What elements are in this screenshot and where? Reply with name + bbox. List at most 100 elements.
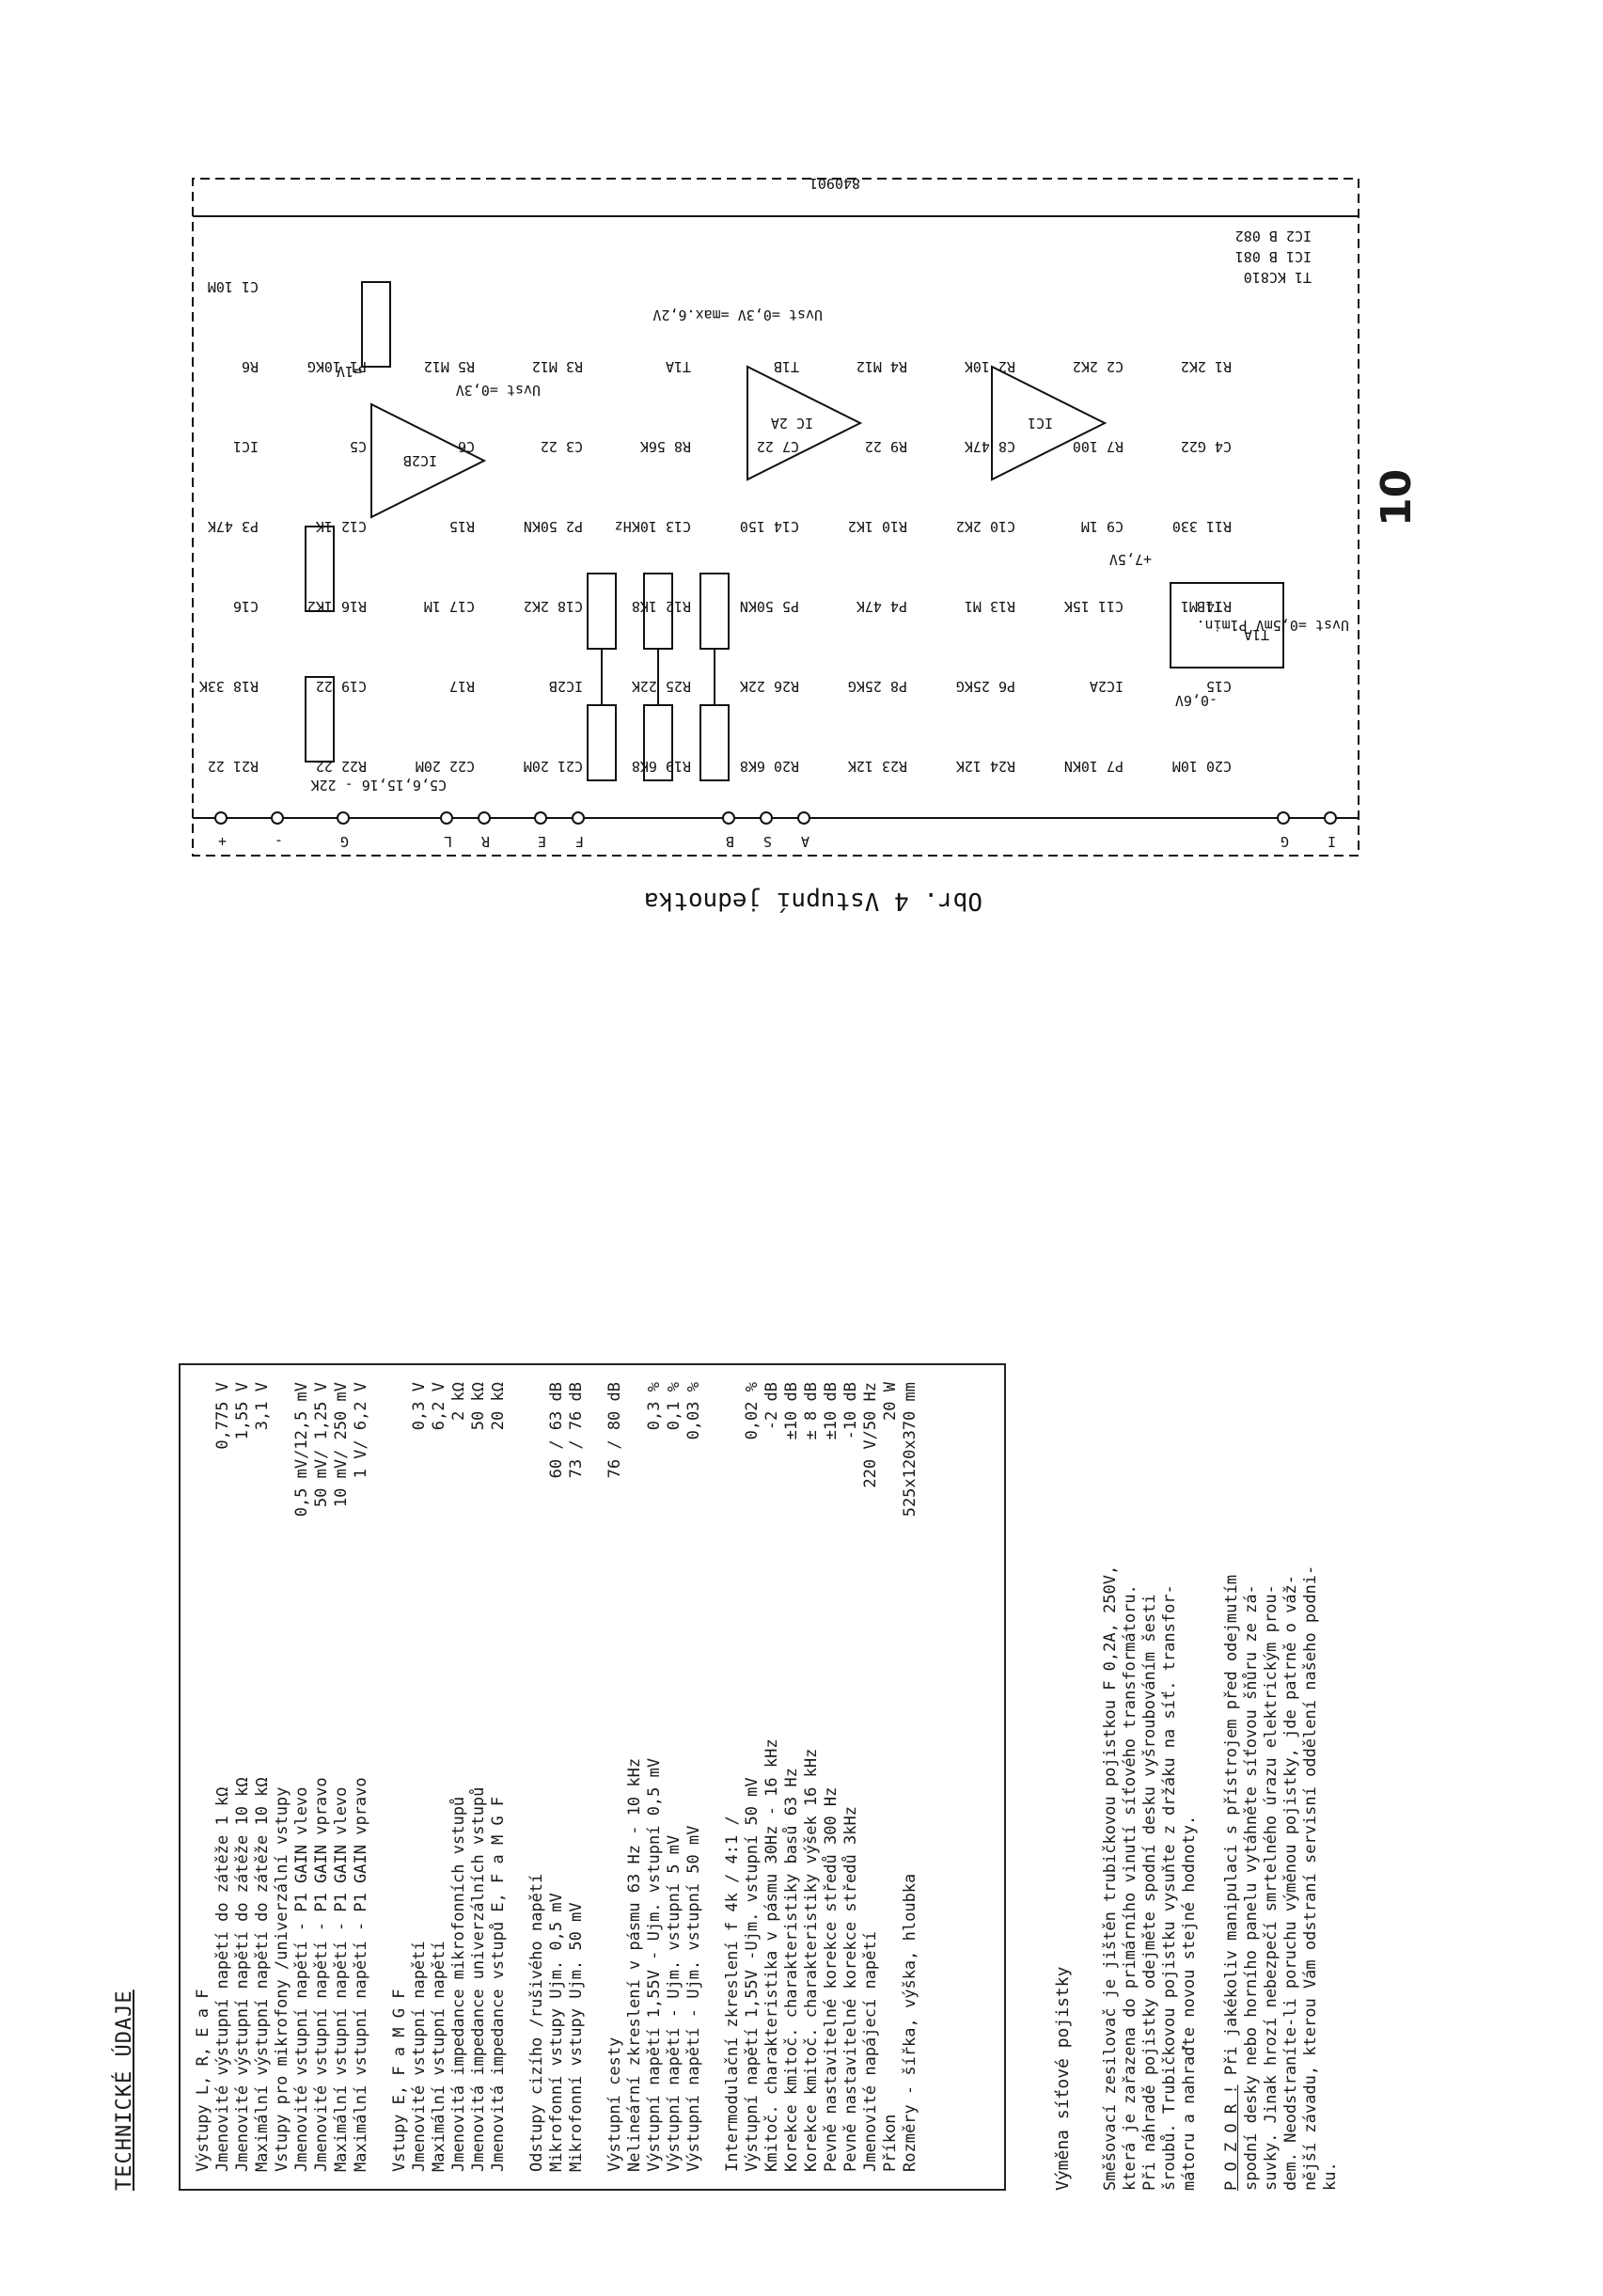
component-label: P6 25KG — [956, 678, 1015, 695]
component-label: R15 — [449, 518, 475, 535]
terminal-label: B — [726, 833, 734, 850]
terminal-label: A — [801, 833, 809, 850]
component-label: C2 2K2 — [1073, 358, 1124, 375]
component-label: R4 M12 — [857, 358, 907, 375]
spec-label: Výstupní napětí 1,55V - Ujm. vstupní 0,5… — [645, 1757, 664, 2172]
spec-label: Jmenovité vstupní napětí — [410, 1941, 429, 2172]
spec-value: 50 mV/ 1,25 V — [312, 1382, 331, 1508]
spec-label: Vstupy pro mikrofony /univerzální vstupy — [273, 1786, 291, 2172]
spec-value: 60 / 63 dB — [547, 1382, 566, 1479]
spec-label: Pevně nastavitelné korekce středů 3kHz — [841, 1806, 860, 2172]
terminal-pin — [214, 811, 228, 825]
terminal-label: I — [1328, 833, 1336, 850]
spec-value: -2 dB — [762, 1382, 781, 1431]
component-label: C15 — [1206, 678, 1232, 695]
ic2a-label: IC 2A — [771, 415, 813, 432]
spec-label: Pevně nastavitelné korekce středů 300 Hz — [822, 1786, 841, 2172]
component-label: C8 47K — [965, 438, 1015, 455]
spec-label: Kmitoč. charakteristika v pásmu 30Hz - 1… — [762, 1738, 781, 2172]
component-label: R12 1K8 — [632, 598, 691, 615]
component-label: R24 12K — [956, 758, 1015, 775]
spec-row: Korekce kmitoč. charakteristiky basů 63 … — [782, 1382, 802, 2172]
spec-value: 0,3 V — [410, 1382, 429, 1431]
terminal-label: E — [538, 833, 546, 850]
component-label: R3 M12 — [532, 358, 583, 375]
spec-row: Výstupní napětí 1,55V - Ujm. vstupní 0,5… — [645, 1382, 665, 2172]
component-label: C10 2K2 — [956, 518, 1015, 535]
board-outline — [192, 178, 1359, 857]
spec-label: Jmenovité vstupní napětí - P1 GAIN vprav… — [312, 1777, 331, 2172]
terminal-pin — [478, 811, 491, 825]
spec-label: Maximální vstupní napětí — [430, 1941, 448, 2172]
component-label: C14 150 — [740, 518, 799, 535]
spec-value: 2 kΩ — [449, 1382, 468, 1421]
component-label: C21 20M — [524, 758, 583, 775]
spec-label: Korekce kmitoč. charakteristiky basů 63 … — [782, 1768, 801, 2172]
component-label: R21 22 — [208, 758, 259, 775]
terminal-pin — [722, 811, 735, 825]
code-label: 840901 — [809, 175, 860, 192]
spec-value: 0,02 % — [743, 1382, 762, 1440]
spec-value: 0,775 V — [213, 1382, 232, 1450]
spec-label: Jmenovitá impedance vstupů E, F a M G F — [489, 1796, 508, 2172]
spec-value: 10 mV/ 250 mV — [332, 1382, 351, 1508]
component-label: R5 M12 — [424, 358, 475, 375]
component-label: C11 15K — [1064, 598, 1124, 615]
terminal-label: R — [480, 833, 490, 850]
component-label: R9 22 — [865, 438, 907, 455]
page-number-10: 10 — [1373, 468, 1421, 527]
spec-label: Nelineární zkreslení v pásmu 63 Hz - 10 … — [625, 1757, 644, 2172]
fuse-title: Výměna síťové pojistky — [1053, 1966, 1073, 2191]
spec-row: Pevně nastavitelné korekce středů 300 Hz… — [822, 1382, 841, 2172]
spec-value: ± 8 dB — [802, 1382, 821, 1440]
fuse-section: Výměna síťové pojistky Směšovací zesilov… — [1053, 1156, 1363, 2191]
spec-row: Vstupy pro mikrofony /univerzální vstupy — [273, 1382, 292, 2172]
component-label: C5 — [350, 438, 367, 455]
ic-list-2: IC1 B 081 — [1235, 248, 1312, 265]
spec-group-title: Odstupy cizího /rušivého napětí — [527, 1873, 546, 2172]
spec-label: Výstupní cesty — [605, 2037, 624, 2172]
component-label: P8 25KG — [848, 678, 907, 695]
spec-row: Jmenovité výstupní napětí do zátěže 10 k… — [233, 1382, 253, 2172]
component-label: C13 10KHz — [615, 518, 691, 535]
ic1-label: IC1 — [1028, 415, 1053, 432]
component-label: IC1 — [233, 438, 259, 455]
component-label: R8 56K — [640, 438, 691, 455]
v75-label: +7,5V — [1109, 551, 1152, 568]
terminal-pin — [1324, 811, 1337, 825]
spec-label: Výstupní napětí 1,55V -Ujm. vstupní 50 m… — [743, 1777, 762, 2172]
t1-transistor — [1170, 582, 1284, 668]
component-label: R26 22K — [740, 678, 799, 695]
terminal-label: G — [1281, 833, 1289, 850]
component-label: R18 33K — [199, 678, 259, 695]
ic-list-1: T1 KC810 — [1244, 269, 1312, 286]
component-label: C18 2K2 — [524, 598, 583, 615]
component-label: C4 G22 — [1181, 438, 1232, 455]
component-label: C9 1M — [1081, 518, 1124, 535]
component-label: T1B — [774, 358, 799, 375]
component-label: R13 M1 — [965, 598, 1015, 615]
component-label: R1 2K2 — [1181, 358, 1232, 375]
component-label: C16 — [233, 598, 259, 615]
component-label: R16 1K2 — [307, 598, 367, 615]
component-label: C22 20M — [416, 758, 475, 775]
spec-value: 3,1 V — [253, 1382, 272, 1431]
spec-label: Maximální výstupní napětí do zátěže 10 k… — [253, 1777, 272, 2172]
spec-value: ±10 dB — [822, 1382, 841, 1440]
terminal-pin — [534, 811, 547, 825]
spec-group: Odstupy cizího /rušivého napětí Mikrofonn… — [527, 1382, 587, 2172]
spec-value: 6,2 V — [430, 1382, 448, 1431]
component-label: R10 1K2 — [848, 518, 907, 535]
spec-value: 0,3 % — [645, 1382, 664, 1431]
